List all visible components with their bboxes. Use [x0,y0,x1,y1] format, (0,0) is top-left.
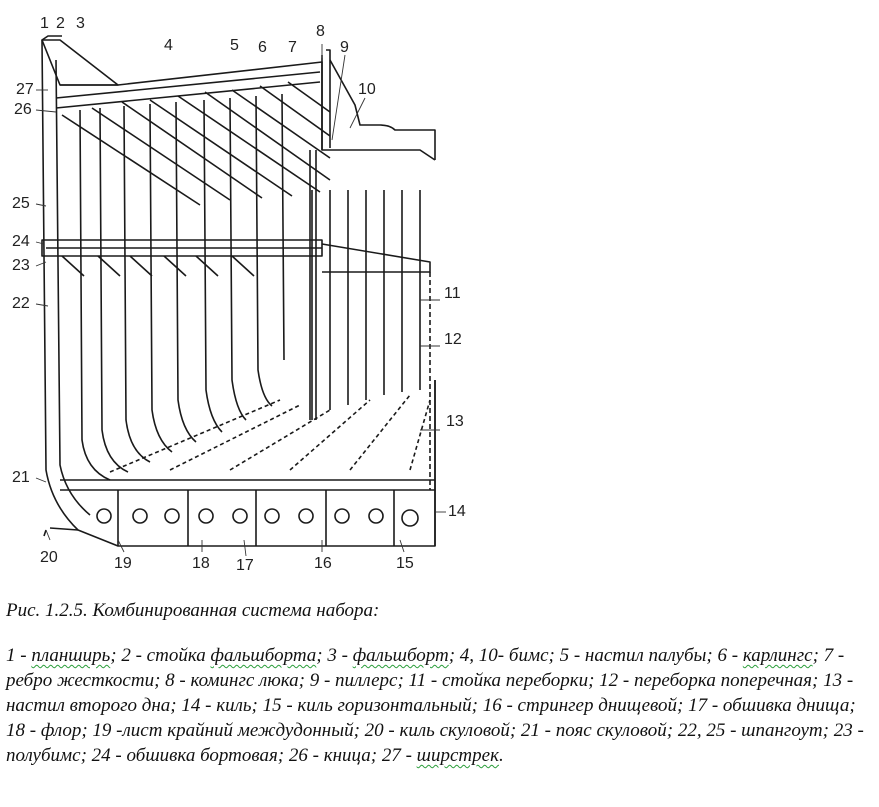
caption-title: Рис. 1.2.5. Комбинированная система набо… [6,600,380,621]
bulkhead-stiffeners [311,190,421,420]
pillar [309,150,317,420]
label-12: 12 [444,331,462,348]
label-1: 1 [40,15,49,32]
ship-structure-diagram: 1 2 3 4 5 6 7 8 9 10 11 12 13 14 15 16 1… [12,15,466,574]
label-6: 6 [258,39,267,56]
label-24: 24 [12,233,30,250]
side-shell [41,39,436,547]
label-16: 16 [314,555,332,572]
legend-part: . [498,745,504,766]
label-10: 10 [358,81,376,98]
label-22: 22 [12,295,30,312]
bulwark-rail [41,35,62,41]
legend-term-shirstrek: ширстрек [416,745,499,766]
legend-part: ; 2 - стойка [110,645,211,666]
legend-part: 1 - [6,645,32,666]
label-25: 25 [12,195,30,212]
label-13: 13 [446,413,464,430]
legend-term-karlings: карлингс [742,645,813,666]
knees [61,255,255,277]
figure-caption: Рис. 1.2.5. Комбинированная система набо… [6,598,872,768]
label-21: 21 [12,469,30,486]
legend-term-falshbort: фальшборт [352,645,449,666]
hatch-coaming [321,49,331,150]
label-8: 8 [316,23,325,40]
deck-beams [61,81,331,206]
lightening-holes [96,508,419,527]
upper-deck [60,61,436,161]
label-14: 14 [448,503,466,520]
label-27: 27 [16,81,34,98]
half-beam [321,243,431,273]
legend-term-planshir: планширь [31,645,111,666]
label-4: 4 [164,37,173,54]
frames [79,93,285,481]
deck-edge-2 [55,81,321,109]
label-18: 18 [192,555,210,572]
inner-bottom-lines [109,394,431,473]
label-5: 5 [230,37,239,54]
label-23: 23 [12,257,30,274]
label-19: 19 [114,555,132,572]
legend-term-falshbort-stoika: фальшборта [210,645,317,666]
label-11: 11 [444,285,461,302]
label-20: 20 [40,549,58,566]
label-15: 15 [396,555,414,572]
label-26: 26 [14,101,32,118]
label-3: 3 [76,15,85,32]
label-2: 2 [56,15,65,32]
label-17: 17 [236,557,254,574]
legend-part: ; 4, 10- бимс; 5 - настил палубы; 6 - [448,645,743,666]
tween-deck [41,239,323,257]
deck-step [329,59,436,160]
side-shell-inner [55,59,91,516]
bulwark [41,39,119,86]
label-7: 7 [288,39,297,56]
caption-legend: 1 - планширь; 2 - стойка фальшборта; 3 -… [6,643,872,768]
deck-edge [55,71,321,99]
floors [117,490,436,546]
legend-part: ; 3 - [316,645,353,666]
bilge-keel [43,527,79,537]
legend-part: ; 7 - ребро жесткости; 8 - комингс люка;… [6,645,864,766]
label-9: 9 [340,39,349,56]
